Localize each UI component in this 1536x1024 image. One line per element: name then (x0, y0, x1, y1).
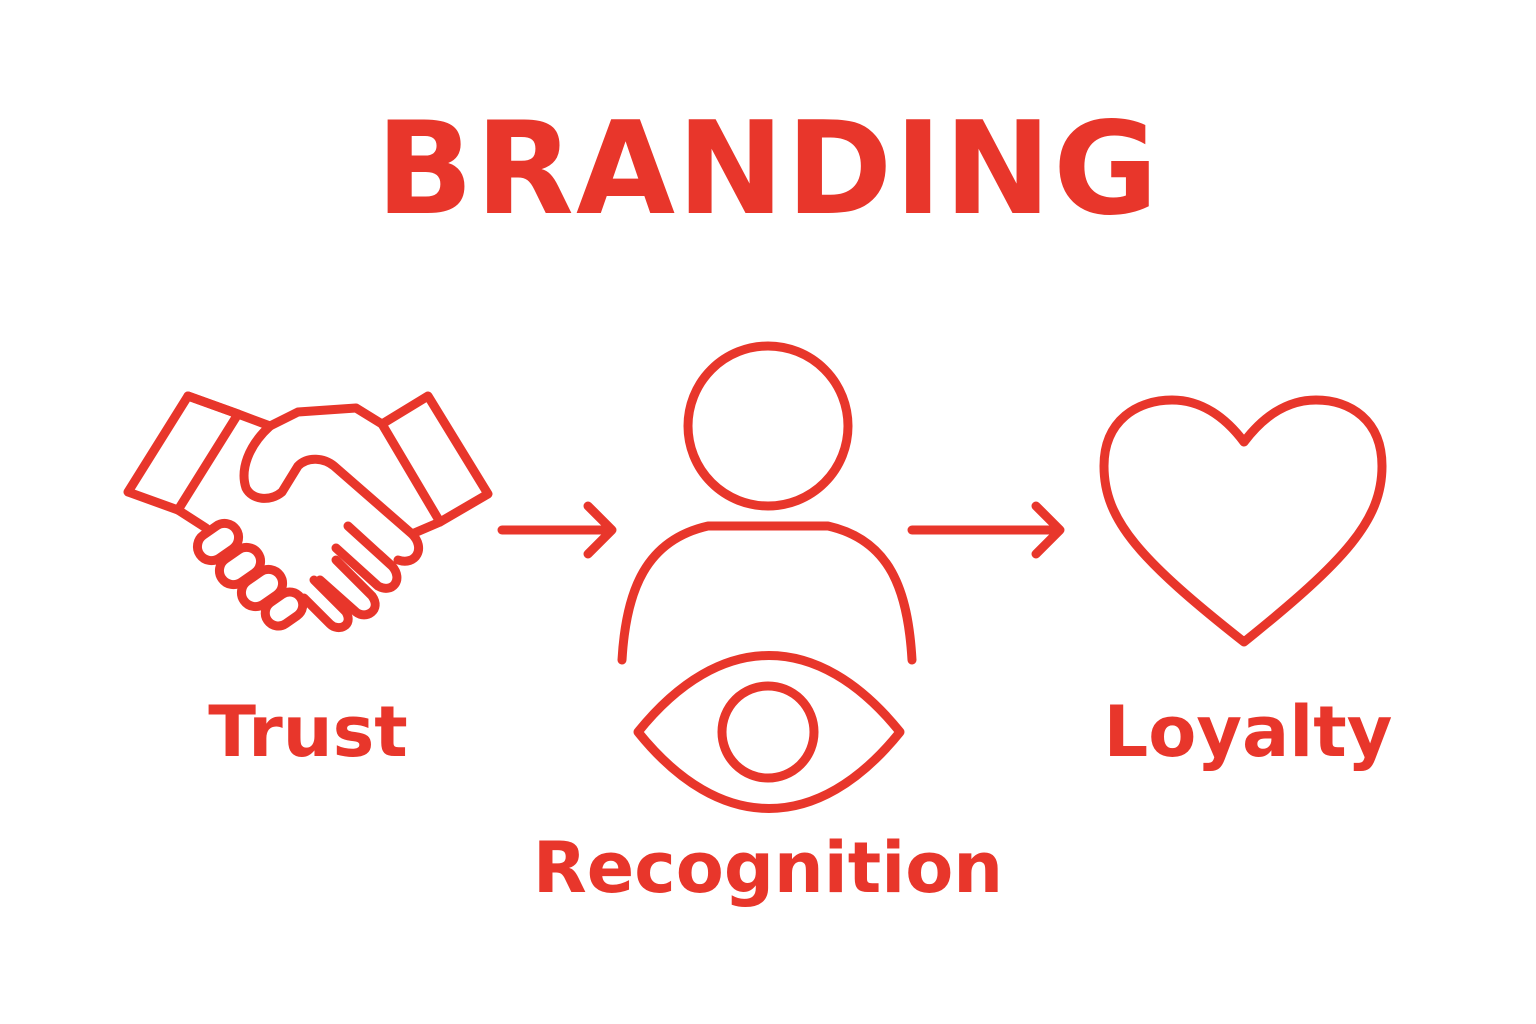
eye-icon (633, 651, 905, 813)
step-label-recognition: Recognition (532, 827, 1004, 909)
page-title: BRANDING (375, 95, 1161, 244)
person-icon (617, 341, 917, 665)
step-label-trust: Trust (208, 691, 408, 773)
arrow-right-icon (907, 501, 1065, 559)
step-label-loyalty: Loyalty (1103, 691, 1393, 773)
handshake-icon (123, 391, 493, 632)
heart-icon (1099, 395, 1387, 647)
arrow-right-icon (497, 501, 617, 559)
